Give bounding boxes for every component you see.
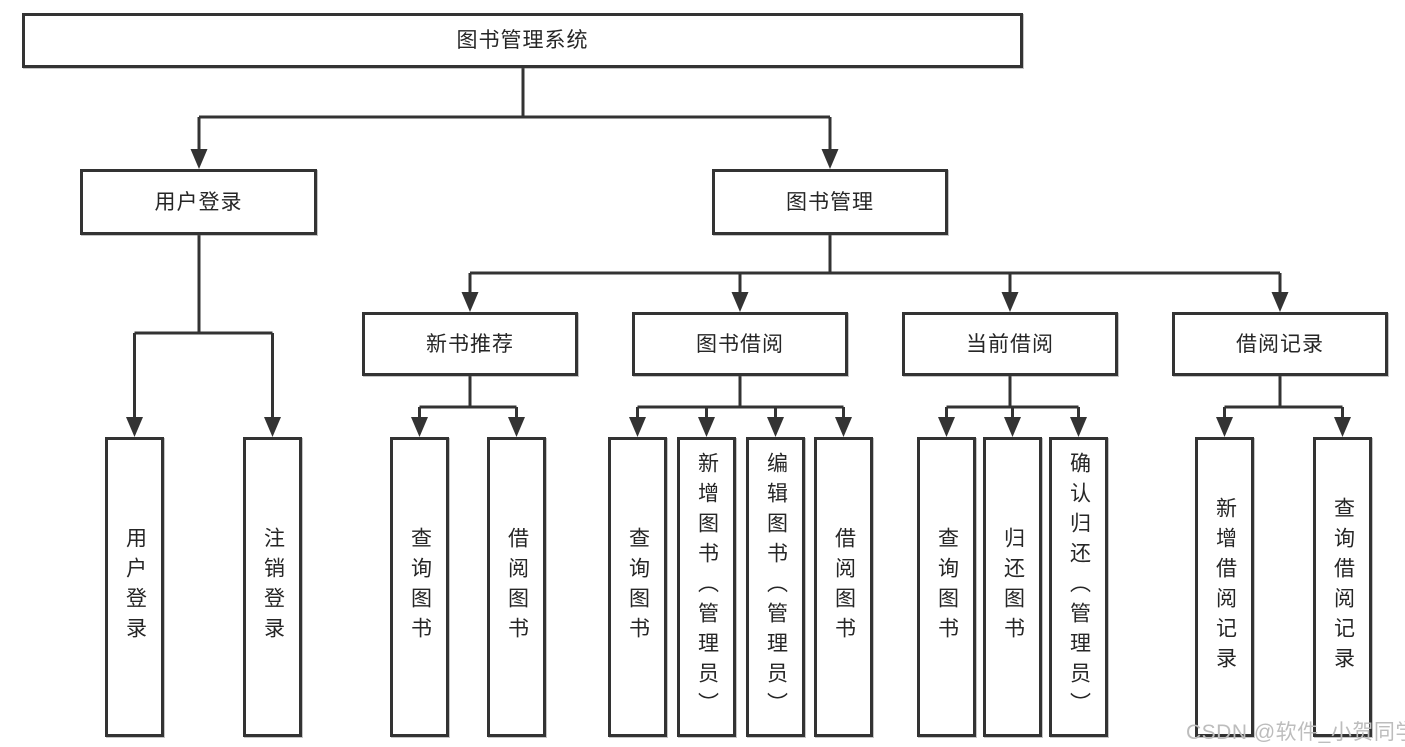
node-new-book-recommend: 新书推荐 — [362, 312, 578, 376]
node-label: 新增图书（管理员） — [695, 452, 719, 722]
connector-login-to-leaves — [133, 235, 274, 419]
connector-recommend-to-leaves — [418, 376, 518, 419]
arrowheads — [126, 149, 1351, 437]
arrowhead-icon — [1216, 417, 1233, 437]
arrowhead-icon — [835, 417, 852, 437]
node-label: 借阅图书 — [832, 527, 856, 647]
arrowhead-icon — [629, 417, 646, 437]
node-label: 图书借阅 — [696, 332, 784, 356]
arrowhead-icon — [190, 149, 208, 169]
leaf-borrow-query-book: 查询图书 — [608, 437, 667, 737]
arrowhead-icon — [1070, 417, 1087, 437]
node-root: 图书管理系统 — [22, 13, 1023, 68]
node-label: 确认归还（管理员） — [1067, 452, 1091, 722]
leaf-user-login: 用户登录 — [105, 437, 164, 737]
arrowhead-icon — [1334, 417, 1351, 437]
arrowhead-icon — [461, 292, 479, 312]
leaf-record-query: 查询借阅记录 — [1313, 437, 1372, 737]
leaf-borrow-borrow-book: 借阅图书 — [814, 437, 873, 737]
node-label: 查询借阅记录 — [1331, 497, 1355, 677]
node-label: 归还图书 — [1001, 527, 1025, 647]
arrowhead-icon — [264, 417, 281, 437]
leaf-current-query-book: 查询图书 — [917, 437, 976, 737]
node-label: 查询图书 — [408, 527, 432, 647]
arrowhead-icon — [126, 417, 143, 437]
node-borrow-record: 借阅记录 — [1172, 312, 1388, 376]
connector-borrow-to-leaves — [636, 376, 845, 419]
node-label: 借阅记录 — [1236, 332, 1324, 356]
node-label: 借阅图书 — [505, 527, 529, 647]
connector-current-to-leaves — [945, 376, 1080, 419]
leaf-borrow-add-book-admin: 新增图书（管理员） — [677, 437, 736, 737]
node-book-management: 图书管理 — [712, 169, 948, 235]
node-label: 用户登录 — [123, 527, 147, 647]
node-user-login: 用户登录 — [80, 169, 317, 235]
leaf-borrow-edit-book-admin: 编辑图书（管理员） — [746, 437, 805, 737]
node-label: 编辑图书（管理员） — [764, 452, 788, 722]
connector-mgmt-to-level3 — [468, 235, 1282, 294]
connector-paths — [133, 68, 1344, 419]
arrowhead-icon — [698, 417, 715, 437]
arrowhead-icon — [767, 417, 784, 437]
connector-root-to-level2 — [197, 68, 832, 151]
leaf-current-return-book: 归还图书 — [983, 437, 1042, 737]
node-label: 新增借阅记录 — [1213, 497, 1237, 677]
node-label: 查询图书 — [935, 527, 959, 647]
leaf-current-confirm-return-admin: 确认归还（管理员） — [1049, 437, 1108, 737]
node-label: 新书推荐 — [426, 332, 514, 356]
arrowhead-icon — [508, 417, 525, 437]
leaf-record-add: 新增借阅记录 — [1195, 437, 1254, 737]
node-label: 注销登录 — [261, 527, 285, 647]
arrowhead-icon — [731, 292, 749, 312]
arrowhead-icon — [411, 417, 428, 437]
node-label: 图书管理系统 — [456, 29, 589, 52]
node-label: 当前借阅 — [966, 332, 1054, 356]
node-label: 图书管理 — [786, 190, 874, 214]
node-label: 查询图书 — [626, 527, 650, 647]
node-label: 用户登录 — [154, 190, 243, 214]
node-current-borrow: 当前借阅 — [902, 312, 1118, 376]
leaf-recommend-borrow-book: 借阅图书 — [487, 437, 546, 737]
arrowhead-icon — [821, 149, 839, 169]
connector-record-to-leaves — [1223, 376, 1344, 419]
arrowhead-icon — [1004, 417, 1021, 437]
watermark: CSDN @软件_小贺同学 — [1186, 721, 1405, 744]
leaf-logout-login: 注销登录 — [243, 437, 302, 737]
arrowhead-icon — [1001, 292, 1019, 312]
arrowhead-icon — [1271, 292, 1289, 312]
leaf-recommend-query-book: 查询图书 — [390, 437, 449, 737]
node-book-borrow: 图书借阅 — [632, 312, 848, 376]
arrowhead-icon — [938, 417, 955, 437]
